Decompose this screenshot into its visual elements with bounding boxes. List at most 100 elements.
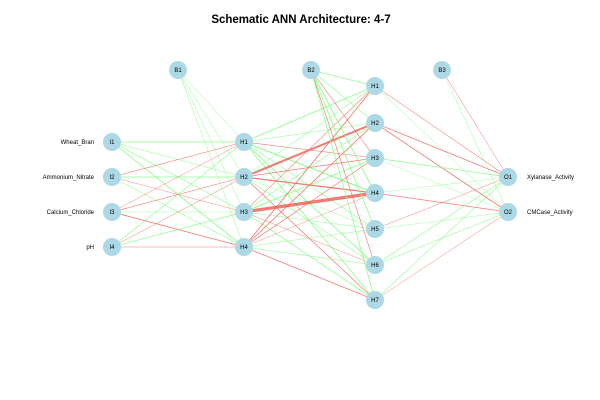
neuron-circle <box>366 149 384 167</box>
input-variable-label: Ammonium_Nitrate <box>43 175 95 181</box>
connection-line <box>310 69 376 124</box>
connection-line <box>374 211 509 230</box>
connection-line <box>243 85 376 213</box>
neuron-label: H6 <box>371 263 379 269</box>
connection-line <box>243 228 376 248</box>
neuron-label: I3 <box>109 210 115 216</box>
neuron-circle <box>499 203 517 221</box>
connection-line <box>374 122 509 178</box>
connection-line <box>243 176 376 266</box>
neuron-label: H2 <box>371 121 379 127</box>
neuron-label: H2 <box>240 175 248 181</box>
connection-line <box>243 157 376 248</box>
hidden2-node-h6: H6 <box>366 256 384 274</box>
neuron-label: H1 <box>240 140 248 146</box>
neuron-circle <box>235 203 253 221</box>
output-variable-label: CMCase_Activity <box>527 210 573 216</box>
connection-line <box>243 192 376 248</box>
connection-line <box>374 176 509 301</box>
input-variable-label: Wheat_Bran <box>61 140 94 146</box>
connection-line <box>310 69 376 87</box>
connection-line <box>111 141 245 178</box>
connection-line <box>310 69 376 159</box>
connection-line <box>243 122 376 178</box>
connection-line <box>310 69 376 230</box>
connection-line <box>177 69 245 248</box>
hidden1-node-h3: H3 <box>235 203 253 221</box>
neuron-circle <box>366 77 384 95</box>
connection-line <box>374 211 509 301</box>
hidden1-node-h1: H1 <box>235 133 253 151</box>
variable-labels: Wheat_BranAmmonium_NitrateCalcium_Chlori… <box>43 140 574 251</box>
neuron-label: I4 <box>109 245 115 251</box>
neuron-label: B3 <box>438 68 446 74</box>
neuron-label: I1 <box>109 140 115 146</box>
neuron-label: H4 <box>240 245 248 251</box>
connection-line <box>374 176 509 266</box>
hidden2-node-h1: H1 <box>366 77 384 95</box>
connections <box>111 69 509 301</box>
neuron-circle <box>366 256 384 274</box>
connection-line <box>177 69 245 143</box>
connection-line <box>441 69 509 213</box>
bias-node-b2: B2 <box>302 61 320 79</box>
hidden1-node-h2: H2 <box>235 168 253 186</box>
input-node-i3: I3 <box>103 203 121 221</box>
output-node-o2: O2 <box>499 203 517 221</box>
input-node-i4: I4 <box>103 238 121 256</box>
neuron-circle <box>499 168 517 186</box>
neuron-label: H7 <box>371 298 379 304</box>
neuron-label: H5 <box>371 227 379 233</box>
connection-line <box>243 122 376 213</box>
neuron-label: H3 <box>371 156 379 162</box>
hidden2-node-h5: H5 <box>366 220 384 238</box>
bias-node-b1: B1 <box>169 61 187 79</box>
input-variable-label: pH <box>86 245 94 251</box>
connection-line <box>441 69 509 178</box>
neuron-label: B1 <box>174 68 182 74</box>
hidden2-node-h2: H2 <box>366 114 384 132</box>
input-variable-label: Calcium_Chloride <box>47 210 95 216</box>
connection-line <box>111 141 245 248</box>
neuron-circle <box>366 184 384 202</box>
connection-line <box>243 85 376 248</box>
connection-line <box>177 69 245 178</box>
connection-line <box>310 69 376 266</box>
connection-line <box>243 211 376 230</box>
connection-line <box>111 211 245 248</box>
diagram-title: Schematic ANN Architecture: 4-7 <box>211 14 390 26</box>
neuron-circle <box>366 291 384 309</box>
connection-line <box>177 69 245 213</box>
connection-line <box>374 176 509 230</box>
connection-line <box>243 122 376 248</box>
hidden2-node-h4: H4 <box>366 184 384 202</box>
connection-line <box>243 246 376 266</box>
neuron-label: O1 <box>504 175 513 181</box>
connection-line <box>243 85 376 143</box>
hidden2-node-h3: H3 <box>366 149 384 167</box>
neuron-label: B2 <box>307 68 315 74</box>
neuron-circle <box>302 61 320 79</box>
neuron-circle <box>103 238 121 256</box>
connection-line <box>111 141 245 213</box>
output-node-o1: O1 <box>499 168 517 186</box>
neuron-circle <box>366 220 384 238</box>
connection-line <box>310 69 376 194</box>
connection-line <box>310 69 376 301</box>
connection-line <box>374 157 509 178</box>
neuron-label: I2 <box>109 175 115 181</box>
neuron-circle <box>103 203 121 221</box>
input-node-i2: I2 <box>103 168 121 186</box>
neuron-label: H1 <box>371 84 379 90</box>
connection-line <box>374 176 509 194</box>
connection-line <box>374 192 509 213</box>
neuron-circle <box>103 168 121 186</box>
input-node-i1: I1 <box>103 133 121 151</box>
neuron-circle <box>235 168 253 186</box>
bias-node-b3: B3 <box>433 61 451 79</box>
neuron-label: H4 <box>371 191 379 197</box>
hidden1-node-h4: H4 <box>235 238 253 256</box>
neuron-label: O2 <box>504 210 513 216</box>
